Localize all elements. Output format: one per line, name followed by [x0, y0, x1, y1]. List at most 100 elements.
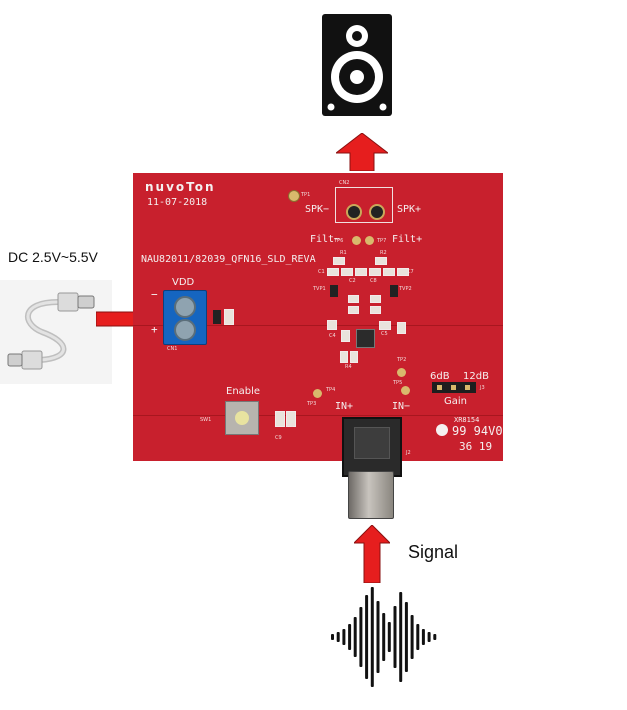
board-seam: [133, 325, 503, 326]
capacitor: [224, 309, 234, 325]
in-minus-label: IN−: [392, 401, 411, 412]
tvs-diode: [390, 285, 398, 297]
capacitor: [370, 306, 381, 314]
test-point: [313, 389, 322, 398]
c2-label: C2: [349, 278, 356, 284]
cn1-label: CN1: [167, 346, 178, 352]
speaker-icon: [322, 14, 392, 116]
c9-label: C9: [275, 435, 282, 441]
tvs-diode: [330, 285, 338, 297]
test-point: [288, 190, 300, 202]
wave-bar: [331, 634, 334, 640]
resistor: [333, 257, 345, 265]
wave-bar: [421, 629, 425, 645]
spk-plus-label: SPK+: [397, 204, 422, 215]
enable-switch[interactable]: [225, 401, 259, 435]
vdd-plus-label: +: [151, 323, 158, 336]
gain-12db-label: 12dB: [463, 371, 489, 382]
r4-label: R4: [345, 364, 352, 370]
bnc-connector[interactable]: [342, 417, 402, 477]
wave-bar: [382, 613, 386, 661]
capacitor: [355, 268, 367, 276]
tp5-label: TP5: [393, 380, 403, 386]
part-label: NAU82011/82039_QFN16_SLD_REVA: [141, 254, 316, 265]
capacitor: [379, 321, 391, 330]
capacitor: [348, 306, 359, 314]
cn2-label: CN2: [339, 180, 350, 186]
wave-bar: [370, 587, 374, 687]
wave-bar: [404, 602, 408, 672]
capacitor: [341, 330, 350, 342]
wave-bar: [353, 617, 357, 657]
wave-bar: [410, 615, 414, 659]
gain-jumper-header[interactable]: [432, 382, 476, 393]
capacitor: [383, 268, 395, 276]
wave-bar: [365, 595, 369, 679]
diode: [213, 310, 221, 324]
board-seam: [133, 415, 503, 416]
r3-label: R3: [287, 423, 294, 429]
capacitor: [397, 268, 409, 276]
arrow-up-icon: [352, 524, 392, 588]
wave-bar: [342, 629, 346, 645]
cert-line: 99 94V0: [452, 424, 503, 438]
board-date: 11-07-2018: [147, 197, 208, 208]
test-point: [365, 236, 374, 245]
resistor: [375, 257, 387, 265]
tvp1-label: TVP1: [313, 286, 326, 292]
amplifier-ic: [356, 329, 375, 348]
filt-plus-label: Filt+: [392, 234, 423, 245]
brand-logo: nuvoTon: [145, 180, 216, 194]
vdd-label: VDD: [172, 277, 195, 288]
j3-label: J3: [480, 385, 485, 391]
test-point: [397, 368, 406, 377]
enable-label: Enable: [226, 386, 261, 397]
c5-label: C5: [381, 331, 388, 337]
pcb-board: nuvoTon 11-07-2018 NAU82011/82039_QFN16_…: [133, 173, 503, 461]
speaker-terminal: [369, 204, 385, 220]
tvp2-label: TVP2: [399, 286, 412, 292]
in-plus-label: IN+: [335, 401, 354, 412]
tp1-label: TP1: [301, 192, 311, 198]
wave-bar: [433, 634, 437, 640]
r1-label: R1: [340, 250, 347, 256]
speaker-connector-outline: [335, 187, 393, 223]
wave-bar: [336, 632, 340, 642]
signal-label: Signal: [408, 542, 459, 562]
resistor: [286, 411, 296, 427]
r2-label: R2: [380, 250, 387, 256]
vdd-minus-label: −: [151, 288, 158, 301]
wave-bar: [359, 607, 363, 667]
ul-logo-icon: [436, 424, 448, 436]
usb-cable-icon: [0, 280, 112, 389]
resistor: [350, 351, 358, 363]
capacitor: [369, 268, 381, 276]
test-point: [352, 236, 361, 245]
capacitor: [370, 295, 381, 303]
capacitor: [397, 322, 406, 334]
tp2-label: TP2: [397, 357, 407, 363]
power-terminal-block[interactable]: [163, 290, 207, 345]
capacitor: [341, 268, 353, 276]
test-point: [401, 386, 410, 395]
resistor: [340, 351, 348, 363]
capacitor: [327, 268, 339, 276]
c7-label: C7: [407, 269, 414, 275]
j2-label: J2: [406, 450, 411, 456]
c8-label: C8: [370, 278, 377, 284]
bnc-barrel: [348, 471, 394, 519]
tp6-label: TP6: [334, 238, 344, 244]
power-label: DC 2.5V~5.5V: [8, 249, 98, 265]
capacitor: [275, 411, 285, 427]
wave-bar: [348, 624, 352, 650]
c1-label: C1: [318, 269, 325, 275]
gain-6db-label: 6dB: [430, 371, 450, 382]
tp3-label: TP3: [307, 401, 317, 407]
arrow-up-icon: [334, 132, 390, 176]
gain-label: Gain: [444, 396, 467, 407]
wave-bar: [399, 592, 403, 682]
wave-bar: [393, 606, 397, 668]
capacitor: [348, 295, 359, 303]
wave-bar: [387, 622, 391, 652]
cert-code: XR8154: [454, 416, 480, 424]
